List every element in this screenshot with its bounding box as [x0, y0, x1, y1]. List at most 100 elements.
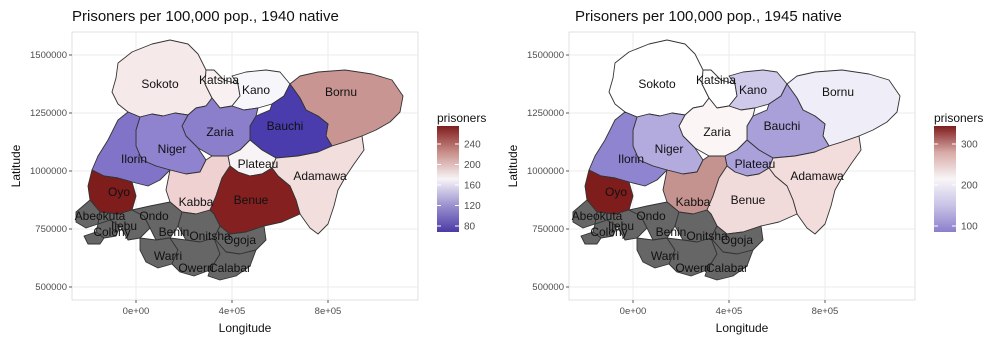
region-label: Warri: [651, 249, 679, 263]
legend-colorbar: [934, 126, 956, 232]
region-label: Adamawa: [790, 169, 844, 183]
region-label: Niger: [655, 142, 684, 156]
y-tick-label: 500000: [35, 282, 67, 293]
region-label: Kano: [739, 83, 767, 97]
map-title: Prisoners per 100,000 pop., 1940 native: [72, 8, 339, 25]
region-label: Onitsha: [189, 229, 231, 243]
axes: 0e+00 4e+05 8e+05 500000 750000 1000000 125000…: [9, 50, 341, 335]
region-label: Ilorin: [618, 152, 644, 166]
region-label: Calabar: [706, 261, 748, 275]
legend-label: 300: [961, 140, 978, 151]
y-tick-label: 750000: [532, 224, 564, 235]
y-axis-label: Latitude: [506, 144, 520, 187]
region-label: Katsina: [199, 73, 239, 87]
region-calabar: [704, 237, 754, 281]
region-label: Bornu: [822, 85, 854, 99]
region-label: Ogoja: [721, 233, 753, 247]
legend-label: 120: [464, 201, 481, 212]
x-tick-label: 0e+00: [620, 306, 647, 317]
y-tick-label: 1000000: [30, 166, 67, 177]
region-label: Kabba: [676, 195, 711, 209]
region-label: Abeokuta: [75, 209, 126, 223]
region-label: Zaria: [703, 125, 731, 139]
region-label: Kano: [242, 83, 270, 97]
region-label: Benin: [159, 225, 190, 239]
axes: 0e+00 4e+05 8e+05 500000 750000 1000000 125000…: [506, 50, 838, 335]
region-label: Ondo: [139, 209, 169, 223]
legend-label: 200: [961, 181, 978, 192]
region-colony: [83, 231, 105, 245]
region-label: Warri: [154, 249, 182, 263]
y-tick-label: 1250000: [30, 108, 67, 119]
regions: [572, 39, 901, 281]
region-label: Bauchi: [267, 119, 304, 133]
region-ilorin: [588, 111, 668, 187]
region-label: Owerri: [178, 261, 213, 275]
region-label: Oyo: [108, 185, 130, 199]
region-label: Ogoja: [224, 233, 256, 247]
y-tick-label: 500000: [532, 282, 564, 293]
legend: prisoners 240 200 160 120 80: [437, 111, 486, 233]
x-tick-label: 4e+05: [716, 306, 743, 317]
legend-label: 240: [464, 140, 481, 151]
region-label: Bauchi: [764, 119, 801, 133]
legend-label: 100: [961, 222, 978, 233]
x-axis-label: Longitude: [716, 321, 769, 335]
region-benin: [131, 201, 183, 241]
y-tick-label: 1000000: [527, 166, 564, 177]
region-label: Ijebu: [608, 219, 634, 233]
region-label: Adamawa: [293, 169, 347, 183]
legend-label: 160: [464, 181, 481, 192]
region-label: Ijebu: [111, 219, 137, 233]
region-label: Oyo: [605, 185, 627, 199]
regions: [75, 39, 404, 281]
legend-title: prisoners: [437, 111, 486, 125]
map-title: Prisoners per 100,000 pop., 1945 native: [575, 8, 842, 25]
map-panel-1945: Prisoners per 100,000 pop., 1945 native …: [497, 0, 994, 338]
region-label: Sokoto: [638, 77, 676, 91]
legend-label: 200: [464, 160, 481, 171]
region-label: Kabba: [179, 195, 214, 209]
region-colony: [580, 231, 602, 245]
region-label: Bornu: [325, 85, 357, 99]
region-calabar: [207, 237, 257, 281]
y-tick-label: 1500000: [527, 50, 564, 61]
region-label: Katsina: [696, 73, 736, 87]
region-label: Sokoto: [141, 77, 179, 91]
region-label: Benin: [656, 225, 687, 239]
region-label: Calabar: [209, 261, 251, 275]
y-axis-label: Latitude: [9, 144, 23, 187]
x-tick-label: 0e+00: [123, 306, 150, 317]
y-tick-label: 1250000: [527, 108, 564, 119]
map-panel-1940: Prisoners per 100,000 pop., 1940 native …: [9, 8, 486, 335]
region-label: Abeokuta: [572, 209, 623, 223]
region-label: Owerri: [675, 261, 710, 275]
region-label: Plateau: [238, 157, 279, 171]
legend-title: prisoners: [934, 111, 983, 125]
legend: prisoners 300 200 100: [934, 111, 983, 233]
x-tick-label: 8e+05: [812, 306, 839, 317]
y-tick-label: 750000: [35, 224, 67, 235]
x-tick-label: 8e+05: [315, 306, 342, 317]
legend-colorbar: [437, 126, 459, 232]
x-axis-label: Longitude: [219, 321, 272, 335]
region-label: Ondo: [636, 209, 666, 223]
region-ilorin: [91, 111, 171, 187]
legend-label: 80: [464, 222, 476, 233]
region-label: Colony: [93, 225, 130, 239]
y-tick-label: 1500000: [30, 50, 67, 61]
region-label: Onitsha: [686, 229, 728, 243]
region-label: Colony: [590, 225, 627, 239]
region-label: Niger: [158, 142, 187, 156]
region-label: Benue: [731, 193, 766, 207]
region-label: Ilorin: [121, 152, 147, 166]
region-label: Zaria: [206, 125, 234, 139]
region-label: Benue: [234, 193, 269, 207]
x-tick-label: 4e+05: [219, 306, 246, 317]
